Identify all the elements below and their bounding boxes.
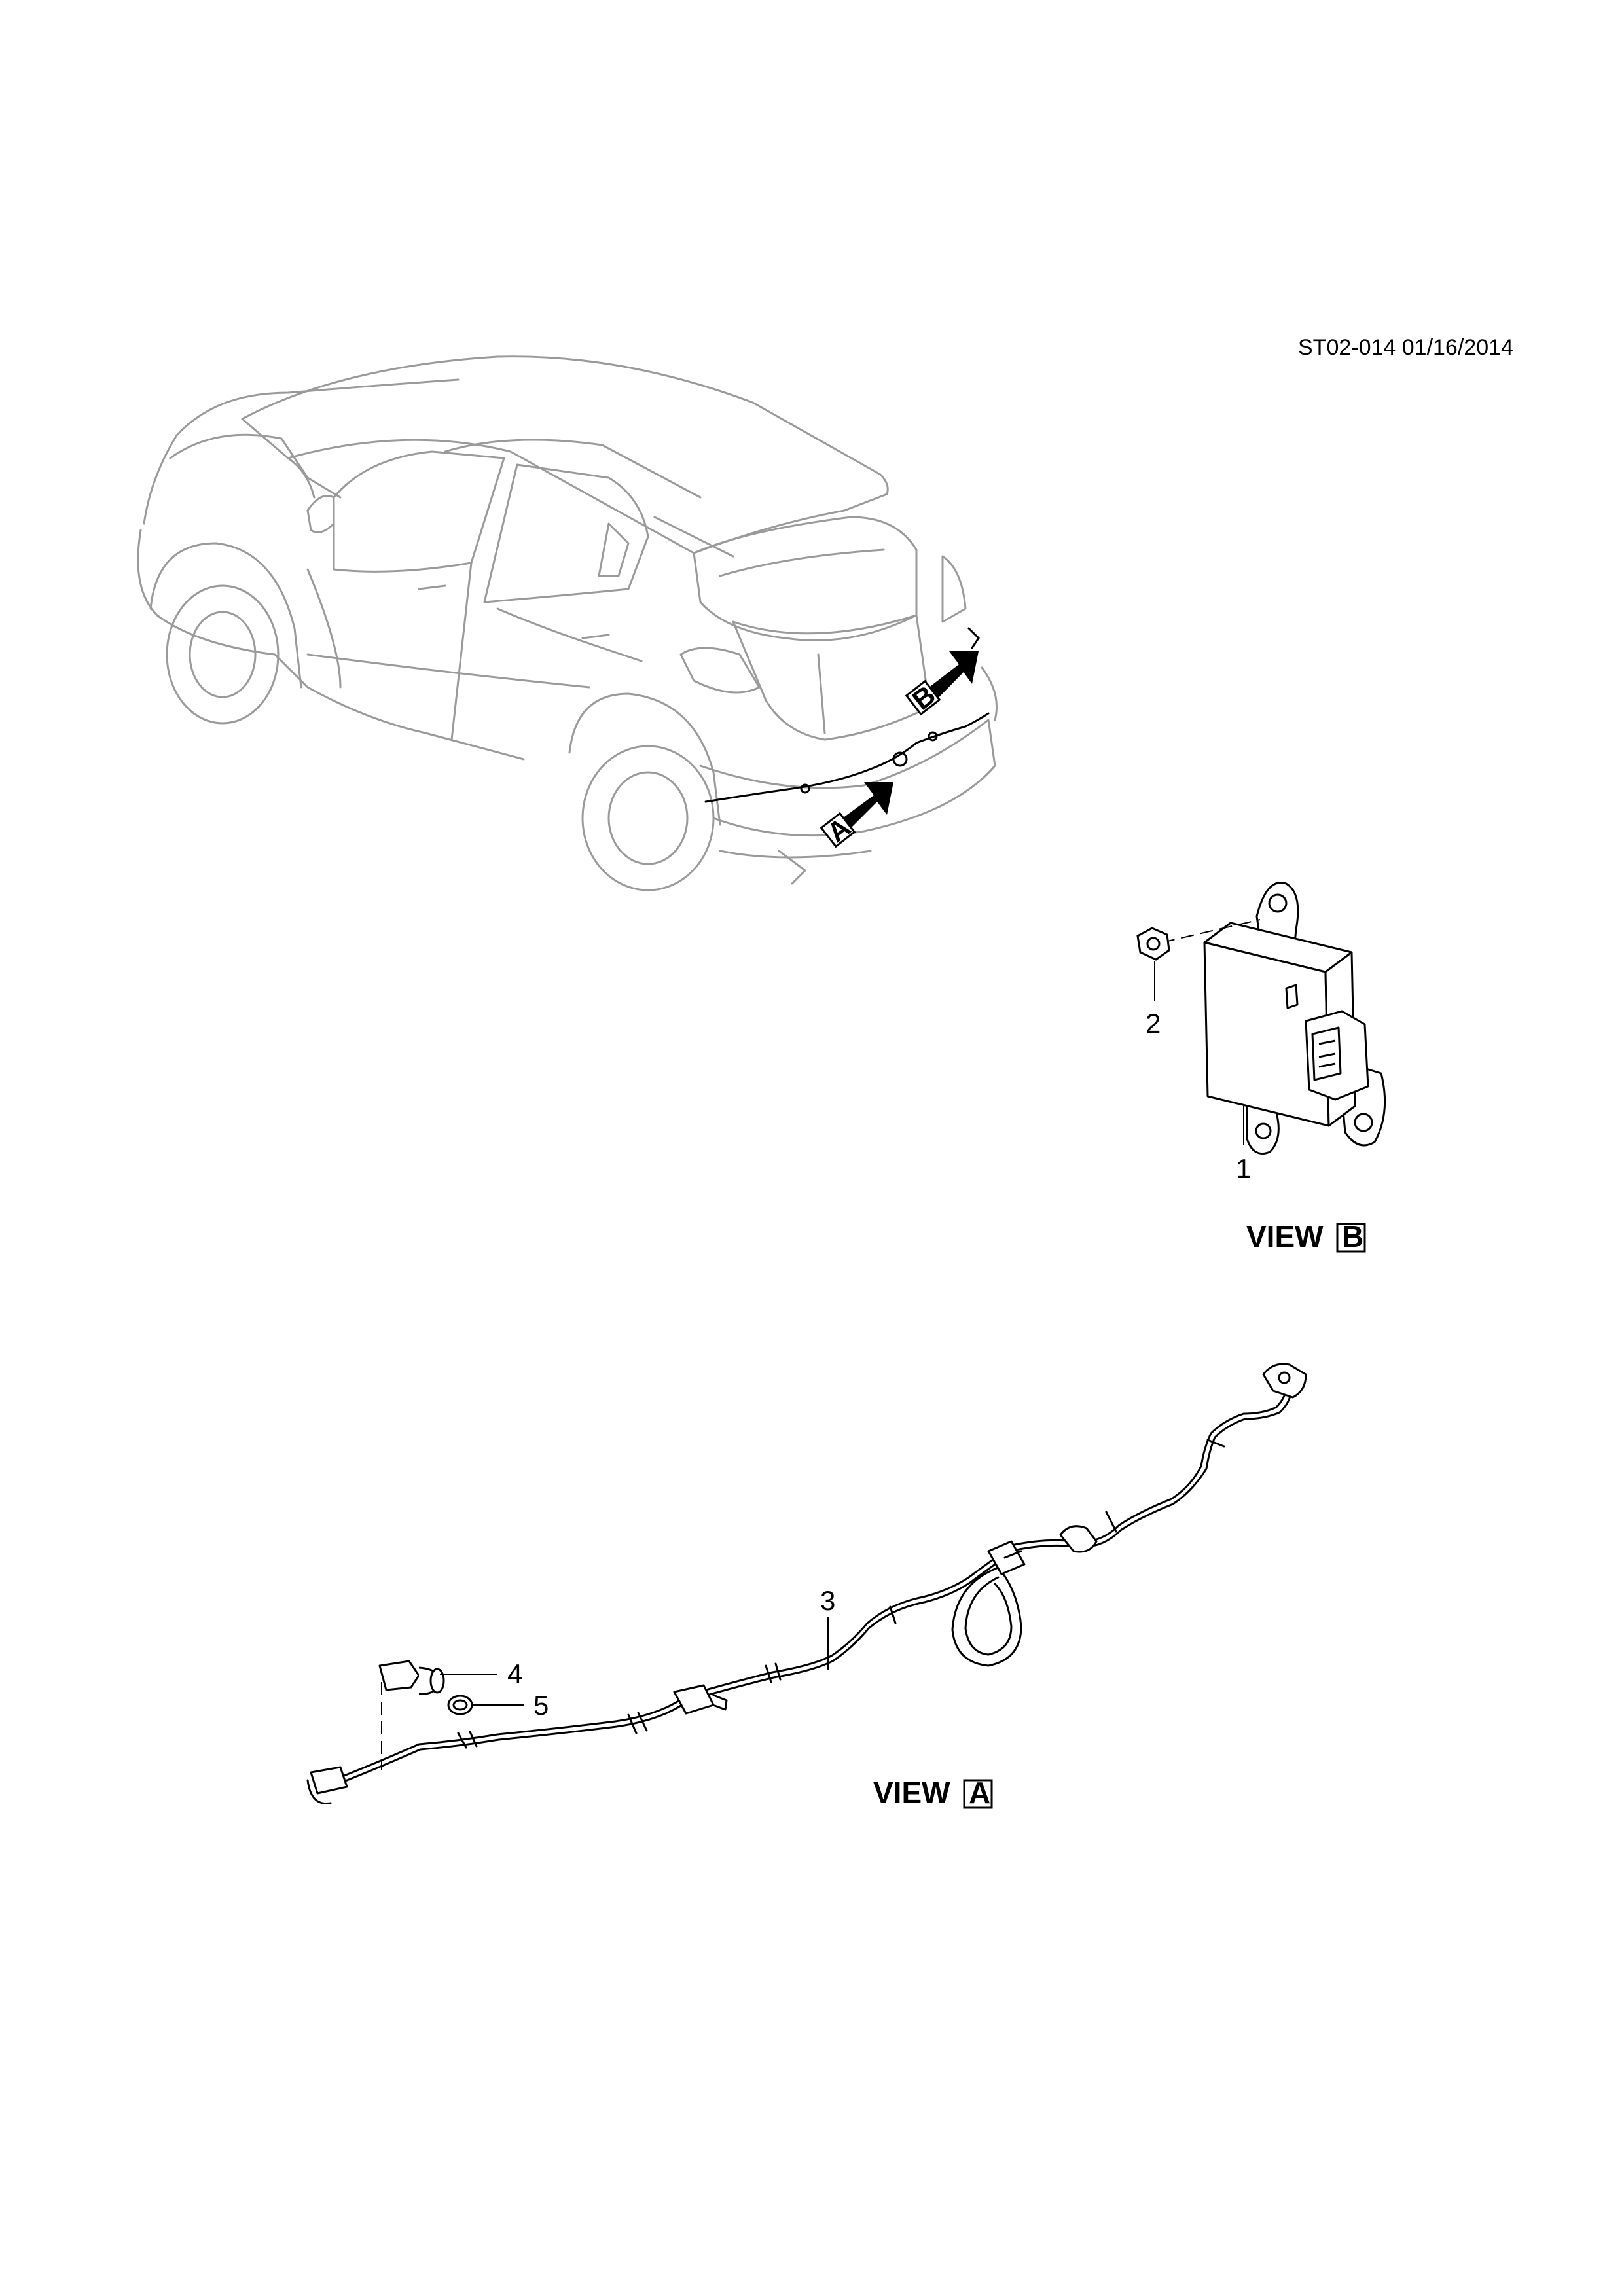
control-module-part-1 — [1203, 882, 1386, 1155]
view-b-letter: B — [1342, 1219, 1363, 1253]
wiring-harness-part-3 — [306, 1363, 1307, 1805]
view-a-letter: A — [969, 1776, 990, 1810]
vehicle-illustration — [137, 355, 998, 891]
callout-4: 4 — [507, 1659, 522, 1689]
view-a-letter-box — [963, 1779, 993, 1809]
document-id: ST02-014 01/16/2014 — [1298, 335, 1513, 360]
view-b-word: VIEW — [1246, 1219, 1324, 1253]
view-a-arrow: A — [820, 782, 893, 848]
nut-alignment-line — [1161, 919, 1261, 943]
nut-part-2 — [1136, 927, 1170, 961]
bumper-harness-outline — [704, 627, 990, 803]
callout-2: 2 — [1146, 1008, 1161, 1039]
callout-3: 3 — [820, 1585, 835, 1616]
callout-5: 5 — [533, 1690, 549, 1721]
view-b-caption: VIEW B — [1246, 1219, 1366, 1253]
view-a-caption: VIEW A — [873, 1776, 993, 1810]
grommet-part-5 — [447, 1695, 473, 1715]
callout-1: 1 — [1236, 1153, 1251, 1184]
view-a-word: VIEW — [873, 1776, 950, 1810]
sensor-part-4 — [378, 1660, 445, 1695]
view-b-letter-box — [1336, 1223, 1366, 1253]
view-b-arrow: B — [905, 651, 979, 716]
